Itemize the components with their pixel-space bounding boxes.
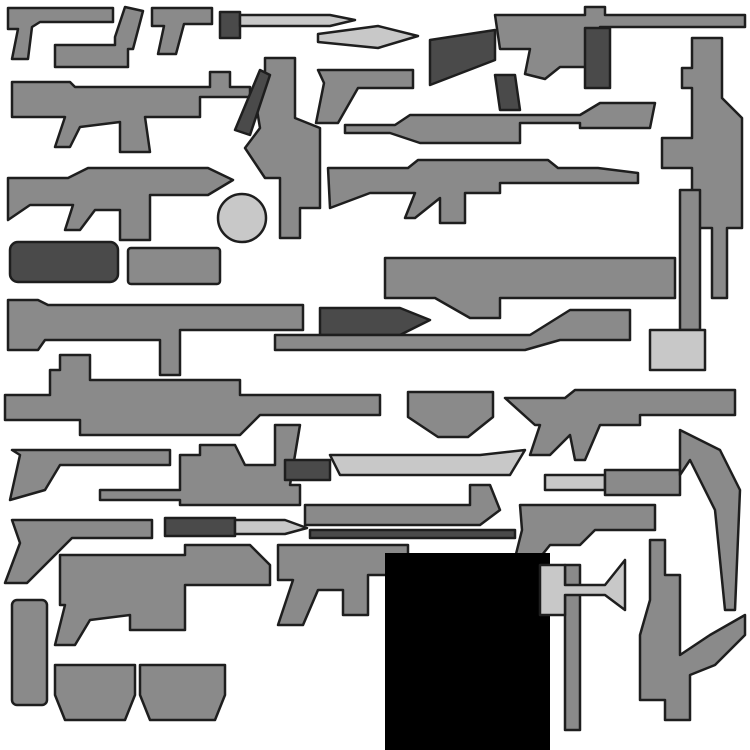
ak-rifle-icon	[233, 56, 322, 240]
pistol-icon	[6, 6, 115, 61]
minigun-icon	[3, 353, 382, 437]
sniper-rifle-icon	[343, 73, 657, 145]
nightstick-icon	[308, 528, 517, 540]
fire-extinguisher-icon	[216, 192, 268, 244]
grenade-launcher-icon	[98, 423, 302, 507]
sawed-off-shotgun-icon	[678, 428, 742, 612]
compact-rifle-icon	[638, 538, 747, 722]
battle-axe-icon	[538, 558, 627, 732]
brass-knuckles-icon	[406, 390, 495, 439]
flare-gun-icon	[314, 68, 415, 125]
revolver-icon	[3, 518, 154, 585]
pipe-wrench-icon	[303, 483, 502, 527]
tommy-gun-icon	[428, 5, 747, 90]
railgun-icon	[383, 256, 677, 320]
proximity-mine-icon	[138, 663, 227, 722]
flare-gun-icon	[510, 503, 657, 572]
pistol-icon	[53, 5, 145, 69]
flare-icon	[316, 24, 420, 50]
rifle-icon	[326, 158, 640, 225]
assault-rifle-icon	[10, 70, 252, 154]
proximity-mine-icon	[53, 663, 137, 722]
sticky-bomb-icon	[8, 240, 222, 286]
shotgun-icon	[53, 543, 272, 647]
carbine-icon	[6, 166, 235, 242]
rocket-launcher-icon	[6, 298, 432, 377]
hatchet-icon	[648, 188, 707, 372]
switchblade-icon	[163, 516, 309, 538]
revolver-icon	[8, 448, 172, 502]
smg-icon	[503, 388, 737, 462]
flashlight-icon	[543, 468, 682, 497]
pipe-bomb-icon	[10, 598, 49, 707]
knife-icon	[218, 10, 357, 40]
machete-icon	[283, 448, 527, 482]
musket-icon	[273, 308, 632, 352]
masked-region	[385, 553, 550, 750]
pistol-icon	[150, 6, 214, 56]
